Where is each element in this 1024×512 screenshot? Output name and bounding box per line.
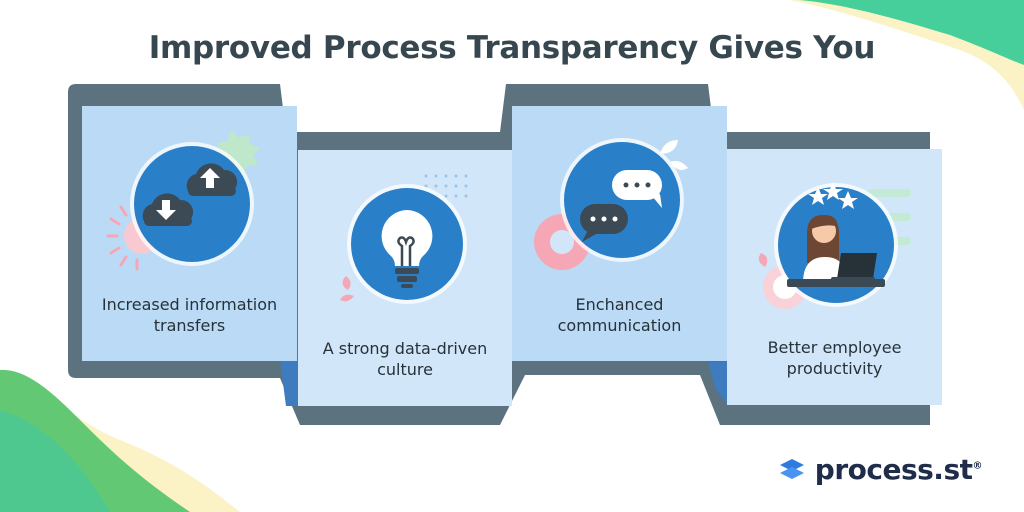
chat-bubbles-icon bbox=[534, 138, 688, 270]
page-title: Improved Process Transparency Gives You bbox=[148, 30, 876, 66]
logo-suffix: st bbox=[943, 453, 973, 486]
benefit-card-2: A strong data-driven culture bbox=[298, 150, 512, 406]
benefit-label-3: Enchanced communication bbox=[557, 295, 682, 335]
employee-at-laptop-icon bbox=[758, 182, 911, 309]
benefit-card-4: Better employee productivity bbox=[727, 149, 942, 405]
benefit-label-1: Increased information transfers bbox=[101, 295, 278, 335]
cloud-sync-icon bbox=[106, 130, 260, 271]
logo-name: process bbox=[814, 453, 934, 486]
logo-registered-mark: ® bbox=[972, 460, 983, 472]
benefit-label-4: Better employee productivity bbox=[767, 338, 902, 378]
benefit-label-2: A strong data-driven culture bbox=[322, 339, 488, 379]
benefit-card-1: Increased information transfers bbox=[82, 106, 297, 361]
logo-wordmark: process.st® bbox=[814, 453, 983, 486]
process-st-logo: process.st® bbox=[777, 453, 982, 486]
lightbulb-icon bbox=[340, 174, 468, 304]
process-st-logo-mark-icon bbox=[779, 458, 804, 479]
benefit-card-3: Enchanced communication bbox=[512, 106, 727, 361]
